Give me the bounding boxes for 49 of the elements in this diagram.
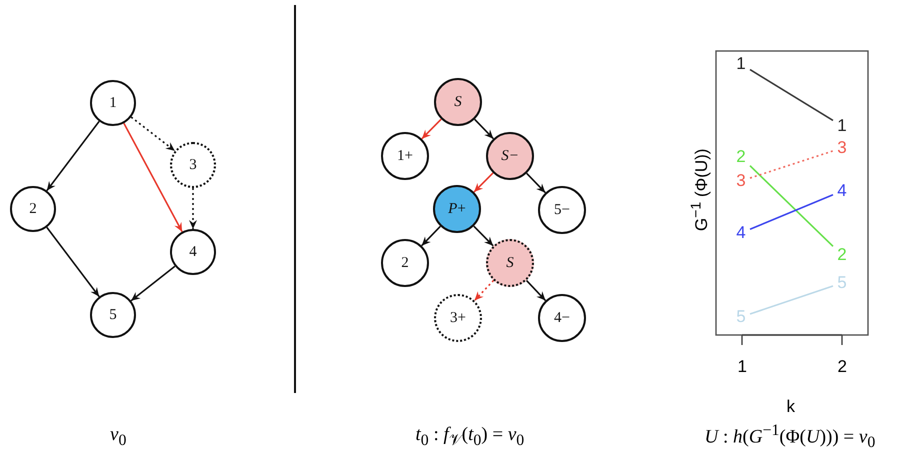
point-label: 1 (835, 116, 849, 136)
arrow (421, 226, 441, 246)
graph-node: S− (486, 132, 534, 180)
graph-node: 2 (381, 239, 429, 287)
graph-node: 2 (10, 186, 56, 232)
connector-line (750, 285, 834, 315)
point-label: 2 (734, 147, 748, 167)
arrow (130, 266, 176, 302)
point-label: 3 (835, 138, 849, 158)
axis-label: k (786, 397, 795, 417)
connector-line (750, 150, 834, 179)
arrow (526, 172, 546, 194)
graph-node: 4− (538, 294, 586, 342)
arrow (473, 172, 494, 193)
connector-line (749, 165, 834, 247)
graph-node: S (434, 78, 482, 126)
graph-node: S (486, 239, 534, 287)
point-label: 4 (835, 181, 849, 201)
arrow (474, 118, 494, 140)
tick-label: 1 (738, 357, 747, 377)
caption: v$_{0}$ (110, 424, 126, 450)
point-label: 2 (835, 245, 849, 265)
graph-node: 5− (538, 186, 586, 234)
caption: t$_{0}$ : f$_{𝒱}$(t$_{0}$) = v$_{0}$ (416, 424, 524, 450)
graph-node: 4 (170, 229, 216, 275)
arrow (189, 188, 197, 229)
arrow (474, 280, 494, 302)
point-label: 1 (734, 54, 748, 74)
graph-node: 3+ (434, 294, 482, 342)
arrow (130, 116, 176, 152)
connector-line (750, 68, 834, 122)
graph-node: 3 (170, 142, 216, 188)
arrow (473, 226, 494, 246)
point-label: 4 (734, 223, 748, 243)
point-label: 5 (734, 307, 748, 327)
point-label: 3 (734, 171, 748, 191)
arrow (123, 122, 183, 232)
arrow (421, 118, 442, 140)
graph-node: 1+ (381, 132, 429, 180)
graph-node: 1 (90, 80, 136, 126)
arrow (526, 280, 546, 302)
tick-label: 2 (838, 357, 847, 377)
graph-node: 5 (90, 292, 136, 338)
arrow (46, 226, 100, 298)
arrow (46, 120, 100, 192)
graph-node: P+ (433, 185, 481, 233)
caption: U : h(G$^{−1}$(Φ(U))) = v$_{0}$ (704, 422, 876, 452)
point-label: 5 (835, 273, 849, 293)
connector-line (750, 194, 834, 230)
